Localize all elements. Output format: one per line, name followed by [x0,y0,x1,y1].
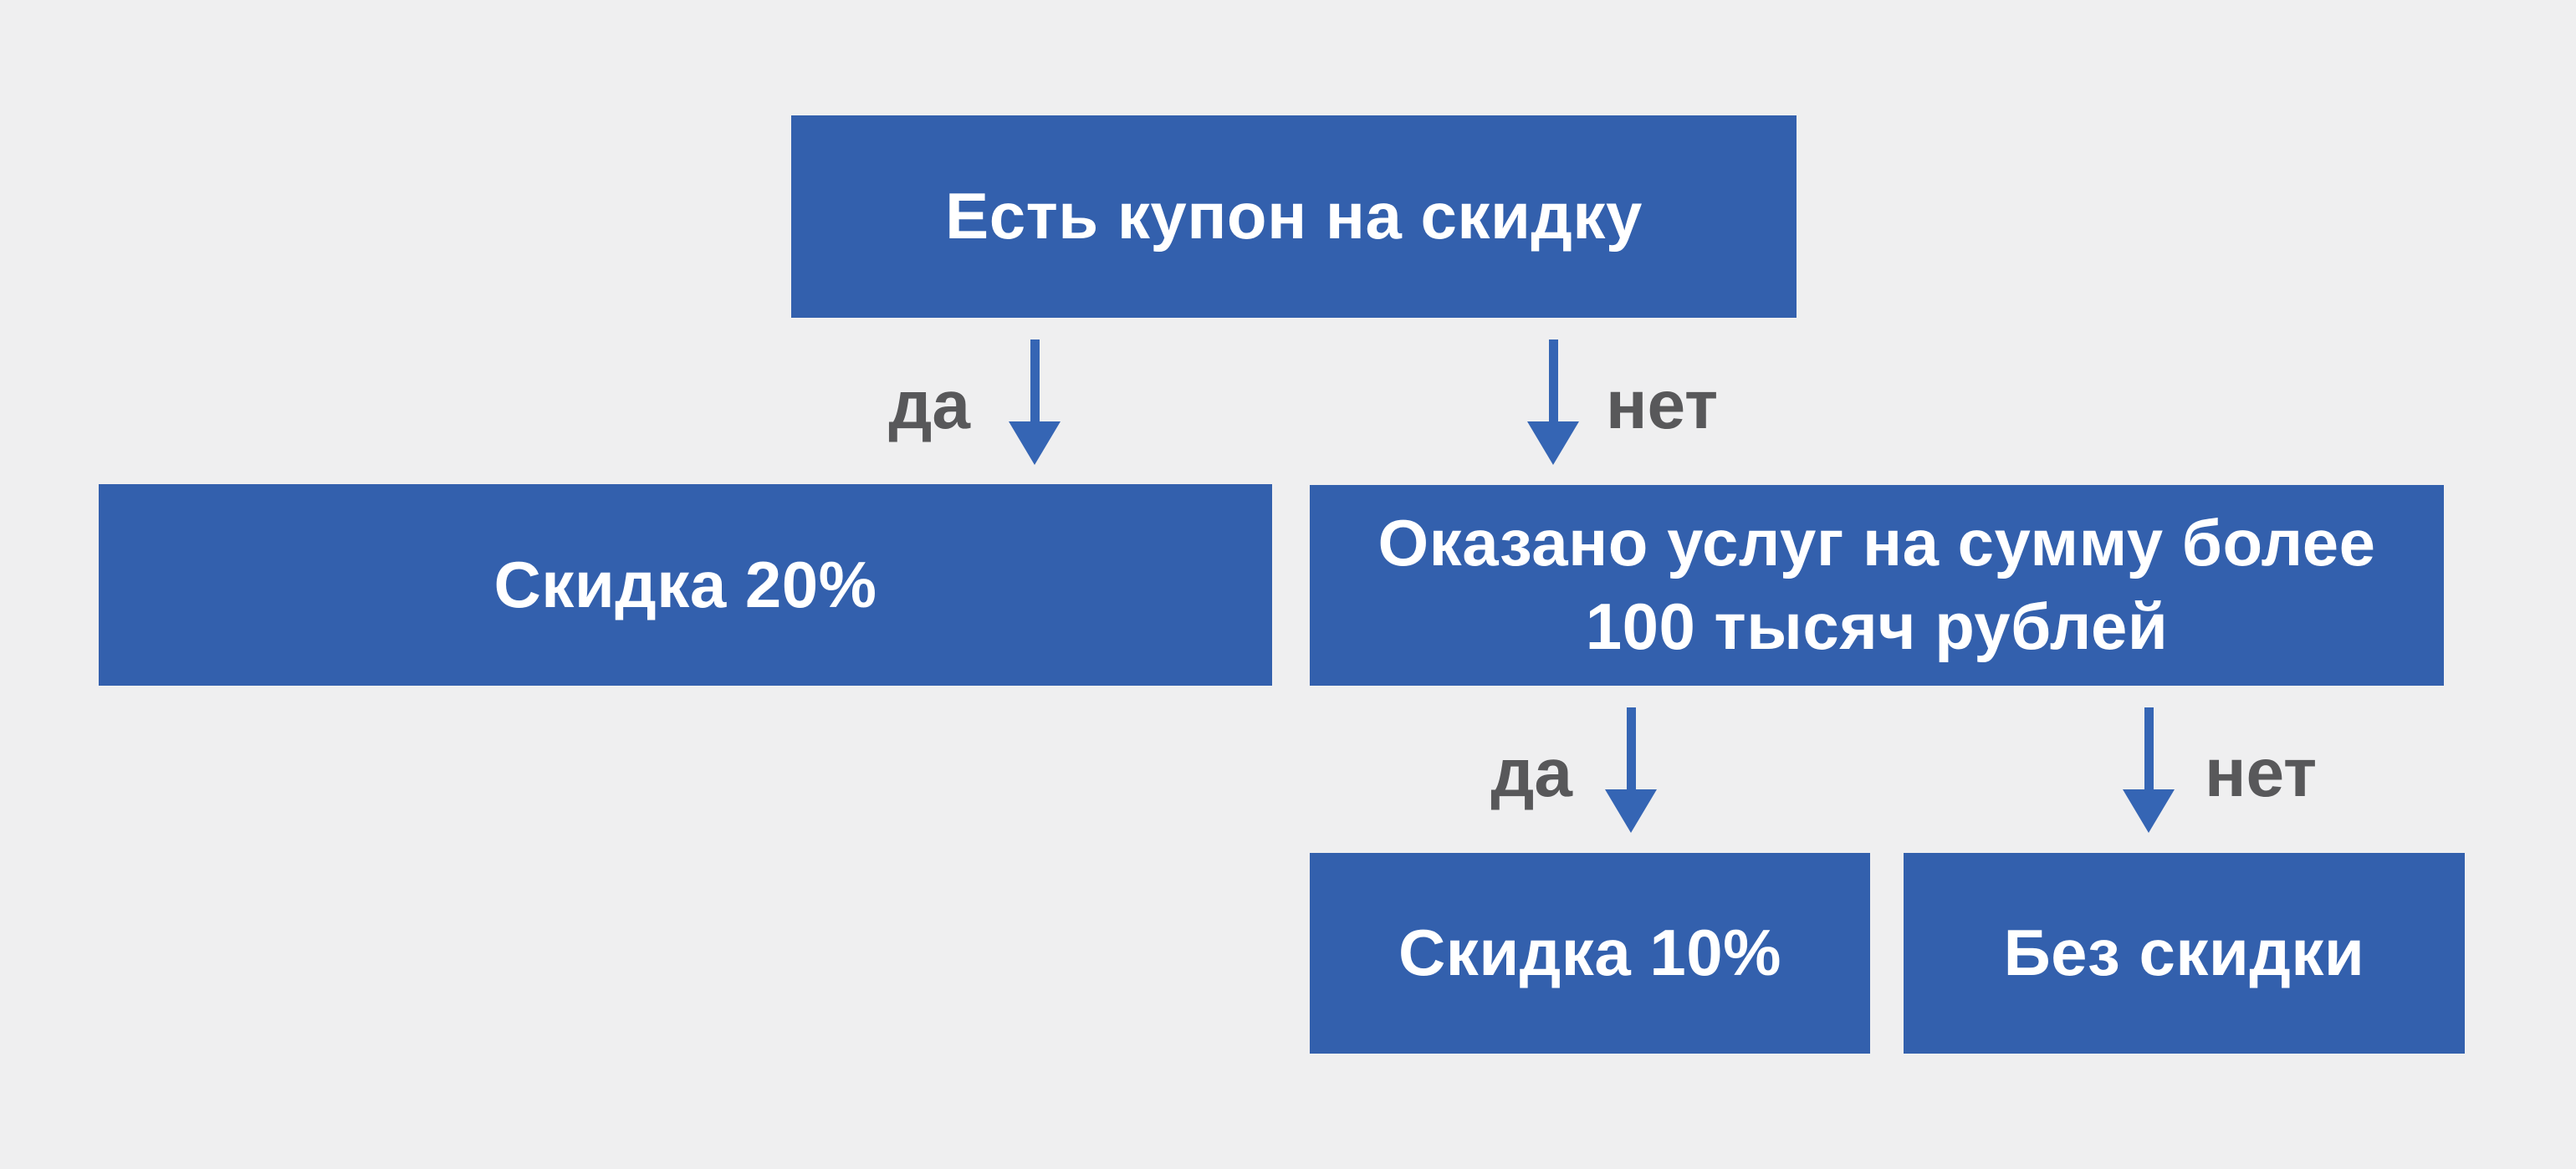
node-root-question: Есть купон на скидку [791,115,1797,318]
arrow-stem [1626,707,1636,789]
arrow-down-root-yes-icon [1009,339,1061,465]
node-discount-10-label: Скидка 10% [1398,916,1782,990]
edge-label-services-yes: да [1490,735,1572,811]
arrow-head [1605,789,1657,833]
arrow-stem [1548,339,1558,421]
arrow-head [1527,421,1579,465]
edge-label-root-no: нет [1606,367,1719,443]
node-no-discount: Без скидки [1904,853,2465,1054]
node-discount-20-label: Скидка 20% [493,547,877,621]
arrow-down-services-yes-icon [1605,707,1657,833]
node-discount-20: Скидка 20% [99,484,1272,686]
arrow-head [1009,421,1061,465]
edge-label-root-yes: да [888,367,970,443]
node-services-over-100k-line1: Оказано услуг на сумму более [1377,506,2376,580]
arrow-head [2123,789,2175,833]
node-root-question-label: Есть купон на скидку [945,179,1643,253]
arrow-down-services-no-icon [2123,707,2175,833]
node-no-discount-label: Без скидки [2003,916,2365,990]
arrow-stem [1030,339,1040,421]
node-discount-10: Скидка 10% [1310,853,1870,1054]
arrow-stem [2144,707,2154,789]
node-services-over-100k-line2: 100 тысяч рублей [1585,590,2169,663]
edge-label-services-no: нет [2205,735,2318,811]
arrow-down-root-no-icon [1527,339,1579,465]
node-services-over-100k: Оказано услуг на сумму более 100 тысяч р… [1310,485,2444,686]
